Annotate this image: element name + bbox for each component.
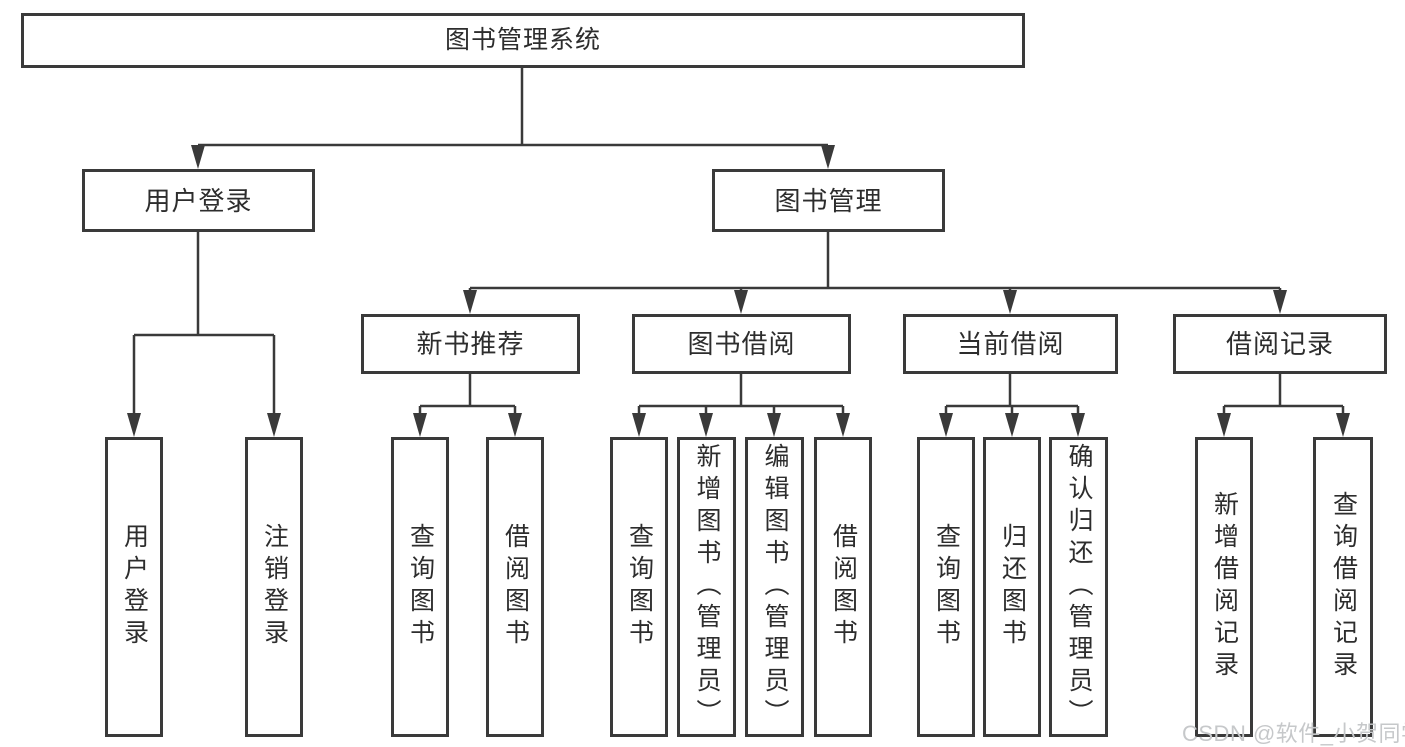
leaf-newrec-borrow-books: 借阅图书 (486, 437, 544, 737)
node-new-book-recommend: 新书推荐 (361, 314, 580, 374)
leaf-user-login: 用户登录 (105, 437, 163, 737)
leaf-newrec-query-books: 查询图书 (391, 437, 449, 737)
node-borrowing-records: 借阅记录 (1173, 314, 1387, 374)
connector-book-borrowing-to-leaves (637, 374, 845, 418)
node-library-system: 图书管理系统 (21, 13, 1025, 68)
node-current-borrowing: 当前借阅 (903, 314, 1118, 374)
arrowhead-icons (127, 145, 1350, 437)
connector-new-book-to-leaves (418, 374, 517, 418)
leaf-borrowing-add-books-admin: 新增图书（管理员） (677, 437, 736, 737)
leaf-records-add-borrow-record: 新增借阅记录 (1195, 437, 1253, 737)
leaf-logout-login: 注销登录 (245, 437, 303, 737)
connector-book-management-to-groups (468, 232, 1282, 296)
leaf-current-return-books: 归还图书 (983, 437, 1041, 737)
node-book-management: 图书管理 (712, 169, 945, 232)
connector-current-borrowing-to-leaves (944, 374, 1080, 418)
leaf-records-query-borrow-record: 查询借阅记录 (1313, 437, 1373, 737)
connector-borrowing-records-to-leaves (1222, 374, 1345, 418)
connector-root-to-branches (196, 68, 830, 150)
node-user-login: 用户登录 (82, 169, 315, 232)
leaf-current-query-books: 查询图书 (917, 437, 975, 737)
leaf-borrowing-query-books: 查询图书 (610, 437, 668, 737)
leaf-borrowing-borrow-books: 借阅图书 (814, 437, 872, 737)
csdn-watermark: CSDN @软件_小贺同学 (1182, 721, 1405, 746)
node-book-borrowing: 图书借阅 (632, 314, 851, 374)
connector-user-login-to-leaves (132, 232, 276, 418)
leaf-current-confirm-return-admin: 确认归还（管理员） (1049, 437, 1108, 737)
leaf-borrowing-edit-books-admin: 编辑图书（管理员） (745, 437, 804, 737)
